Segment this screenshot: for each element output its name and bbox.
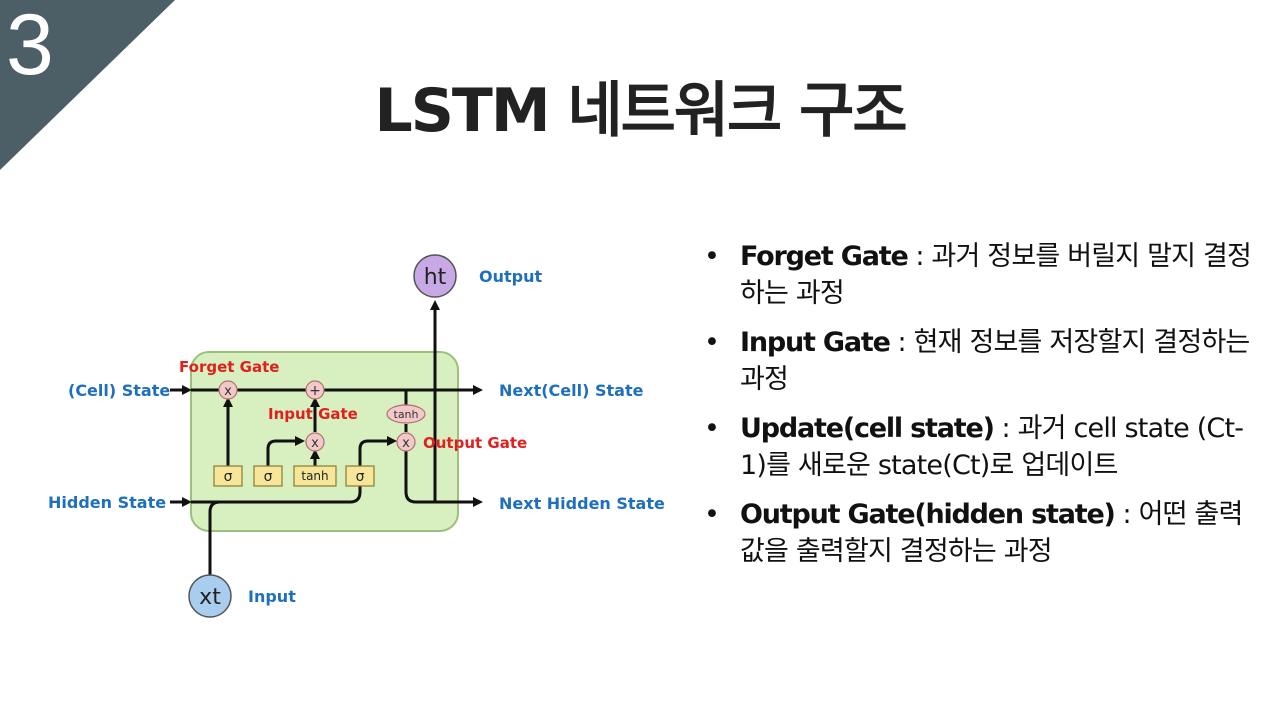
list-item: • Forget Gate : 과거 정보를 버릴지 말지 결정하는 과정: [702, 238, 1262, 312]
bullet-term: Update(cell state): [740, 413, 995, 444]
forget-multiply-op: x: [218, 380, 238, 400]
list-item: • Update(cell state) : 과거 cell state (Ct…: [702, 410, 1262, 484]
svg-text:σ: σ: [264, 469, 273, 485]
output-gate-label: Output Gate: [423, 434, 527, 452]
input-bus-line: [208, 484, 362, 578]
bullet-description: : 어떤 출력값을 출력할지 결정하는 과정: [740, 499, 1243, 567]
output-multiply-op: x: [396, 432, 416, 452]
bullet-description: : 과거 cell state (Ct-1)를 새로운 state(Ct)로 업…: [740, 413, 1244, 481]
input-gate-label: Input Gate: [268, 405, 358, 423]
gate-description-list: • Forget Gate : 과거 정보를 버릴지 말지 결정하는 과정 • …: [702, 238, 1262, 582]
svg-text:x: x: [402, 436, 410, 451]
output-label: Output: [479, 267, 542, 286]
svg-text:x: x: [224, 384, 232, 399]
add-op: +: [305, 380, 325, 400]
svg-text:+: +: [309, 383, 321, 399]
output-gate-line: [358, 436, 397, 466]
input-label: Input: [248, 587, 296, 606]
bullet-icon: •: [704, 327, 720, 358]
bullet-term: Output Gate(hidden state): [740, 499, 1116, 530]
output-sigma-layer: σ: [345, 465, 375, 487]
bullet-icon: •: [704, 499, 720, 530]
slide-number: 3: [6, 0, 54, 93]
list-item: • Output Gate(hidden state) : 어떤 출력값을 출력…: [702, 496, 1262, 570]
bullet-term: Input Gate: [740, 327, 891, 358]
list-item: • Input Gate : 현재 정보를 저장할지 결정하는 과정: [702, 324, 1262, 398]
bullet-icon: •: [704, 241, 720, 272]
input-gate-line: [266, 436, 305, 468]
svg-text:tanh: tanh: [394, 408, 419, 421]
bullet-description: : 과거 정보를 버릴지 말지 결정하는 과정: [740, 241, 1252, 309]
cell-tanh-op: tanh: [386, 404, 426, 424]
hidden-state-label: Hidden State: [48, 493, 166, 512]
input-sigma-layer: σ: [253, 465, 283, 487]
hidden-state-output-arrow: [404, 451, 483, 507]
bullet-term: Forget Gate: [740, 241, 909, 272]
svg-text:xt: xt: [199, 585, 221, 610]
input-multiply-op: x: [305, 432, 325, 452]
candidate-tanh-layer: tanh: [293, 465, 337, 487]
forget-sigma-layer: σ: [213, 465, 243, 487]
slide-number-badge: 3: [0, 0, 175, 170]
lstm-diagram: x + x x tanh σ σ tanh σ ht xt: [48, 254, 665, 618]
bullet-icon: •: [704, 413, 720, 444]
svg-text:tanh: tanh: [301, 469, 328, 483]
bullet-description: : 현재 정보를 저장할지 결정하는 과정: [740, 327, 1250, 395]
svg-text:x: x: [311, 436, 319, 451]
forget-gate-label: Forget Gate: [179, 358, 279, 376]
next-hidden-state-label: Next Hidden State: [499, 494, 665, 513]
svg-text:σ: σ: [356, 469, 365, 485]
slide-title: LSTM 네트워크 구조: [374, 76, 907, 146]
next-cell-state-label: Next(Cell) State: [499, 381, 644, 400]
svg-text:σ: σ: [224, 469, 233, 485]
output-node: ht: [413, 254, 457, 298]
cell-state-label: (Cell) State: [68, 381, 170, 400]
corner-triangle: [0, 0, 175, 170]
svg-text:ht: ht: [424, 265, 447, 290]
input-node: xt: [188, 574, 232, 618]
